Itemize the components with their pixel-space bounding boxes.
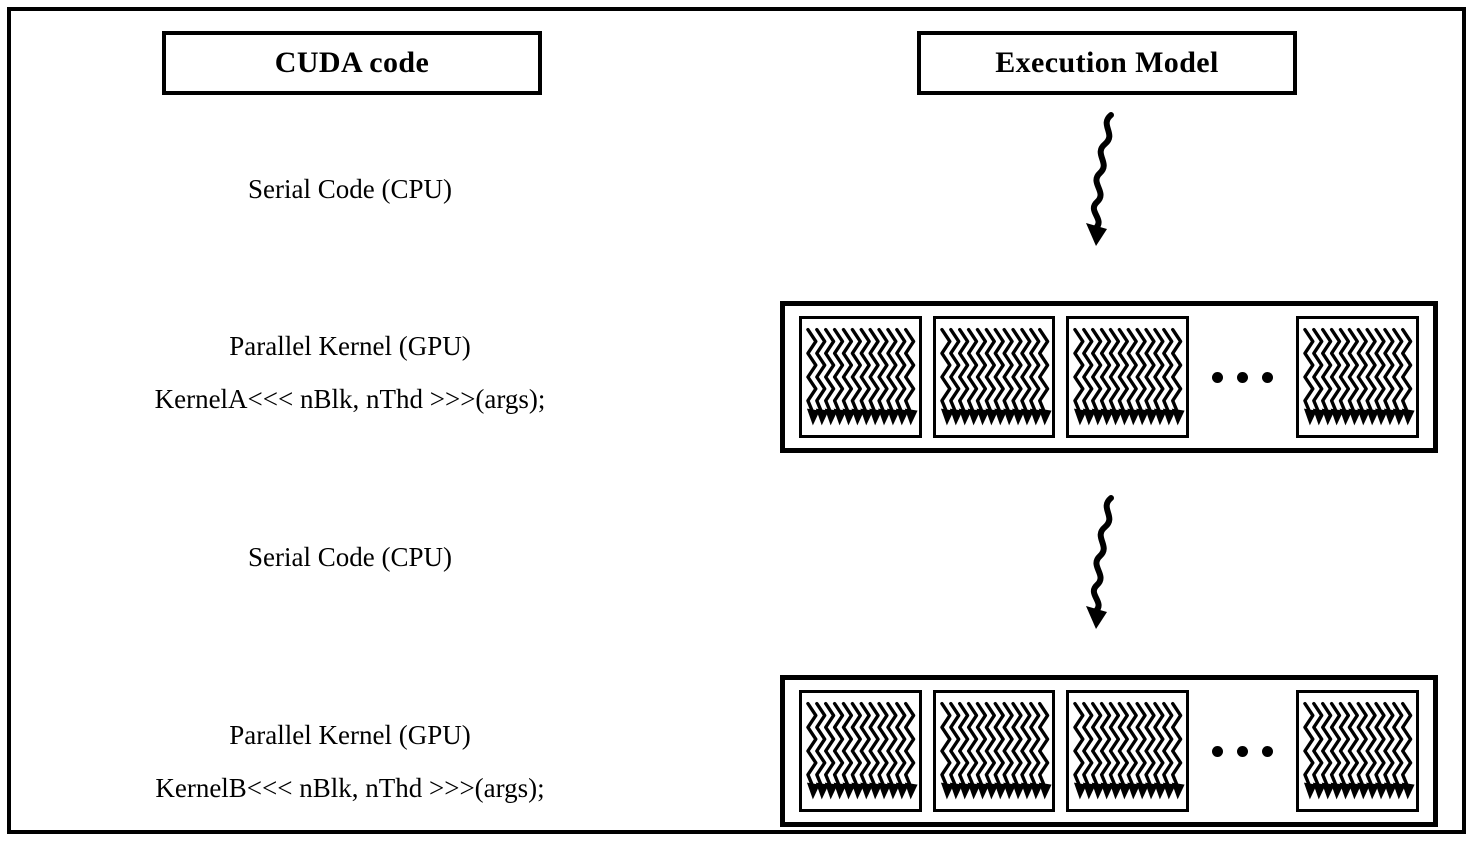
- ellipsis-dot: [1262, 745, 1274, 757]
- grid-ellipsis: [1200, 690, 1286, 812]
- code-line: Parallel Kernel (GPU): [229, 331, 471, 361]
- thread-block-grid-kernel-a: [780, 301, 1438, 453]
- code-row-kernel-a: Parallel Kernel (GPU) KernelA<<< nBlk, n…: [0, 327, 700, 419]
- ellipsis-dot: [1212, 371, 1224, 383]
- thread-block: [1066, 690, 1189, 812]
- code-line: Parallel Kernel (GPU): [229, 720, 471, 750]
- code-line: Serial Code (CPU): [248, 174, 452, 204]
- thread-bundle-icon: [1073, 701, 1185, 800]
- ellipsis-dot: [1212, 745, 1224, 757]
- thread-bundle-icon: [806, 701, 918, 800]
- ellipsis-dot: [1237, 371, 1249, 383]
- column-title-execution-model: Execution Model: [917, 31, 1297, 95]
- code-line: KernelA<<< nBlk, nThd >>>(args);: [154, 384, 546, 415]
- thread-block: [1296, 316, 1419, 438]
- code-row-serial-1: Serial Code (CPU): [0, 170, 700, 209]
- column-title-cuda-code-label: CUDA code: [274, 46, 430, 79]
- ellipsis-dot: [1237, 745, 1249, 757]
- ellipsis-dot: [1262, 371, 1274, 383]
- thread-bundle-icon: [939, 701, 1052, 800]
- thread-block: [799, 690, 922, 812]
- code-row-kernel-b: Parallel Kernel (GPU) KernelB<<< nBlk, n…: [0, 716, 700, 808]
- thread-block: [932, 316, 1056, 438]
- column-title-execution-model-label: Execution Model: [995, 46, 1219, 79]
- column-title-cuda-code: CUDA code: [162, 31, 542, 95]
- thread-block: [1066, 316, 1189, 438]
- code-line: KernelB<<< nBlk, nThd >>>(args);: [155, 773, 545, 804]
- grid-ellipsis: [1200, 316, 1286, 438]
- code-line: Serial Code (CPU): [248, 542, 452, 572]
- thread-bundle-icon: [806, 327, 918, 426]
- squiggly-down-arrow-icon: [1077, 112, 1137, 252]
- thread-block: [799, 316, 922, 438]
- code-row-serial-2: Serial Code (CPU): [0, 538, 700, 577]
- thread-bundle-icon: [1303, 701, 1415, 800]
- thread-block-grid-kernel-b: [780, 675, 1438, 827]
- squiggly-down-arrow-icon: [1077, 495, 1137, 635]
- thread-bundle-icon: [1303, 327, 1415, 426]
- thread-bundle-icon: [939, 327, 1052, 426]
- thread-bundle-icon: [1073, 327, 1185, 426]
- thread-block: [932, 690, 1056, 812]
- thread-block: [1296, 690, 1419, 812]
